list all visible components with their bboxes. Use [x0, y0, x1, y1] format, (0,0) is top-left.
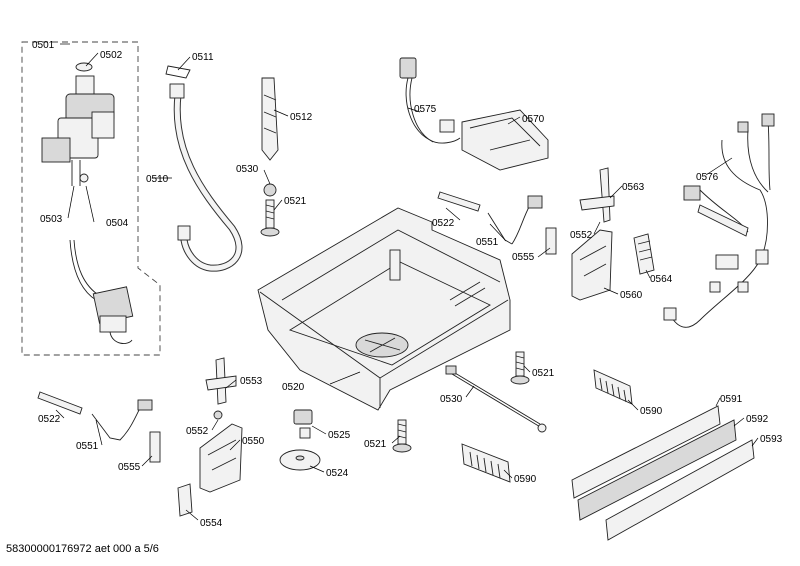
left-bracket-lower [199, 423, 243, 493]
kickplate-front [605, 439, 755, 541]
label-0550: 0550 [242, 436, 265, 447]
label-0530-mid: 0530 [440, 394, 463, 405]
label-0553: 0553 [240, 376, 263, 387]
label-0564: 0564 [650, 274, 673, 285]
label-0563: 0563 [622, 182, 645, 193]
label-0570: 0570 [522, 114, 545, 125]
label-0576: 0576 [696, 172, 719, 183]
label-0522-left: 0522 [38, 414, 61, 425]
kickplate-middle [577, 419, 737, 521]
leader-lines [55, 43, 759, 521]
power-cable [399, 57, 461, 144]
left-bracket-upper [205, 357, 237, 420]
label-0555-left: 0555 [118, 462, 141, 473]
valve-assembly-lower [69, 239, 134, 344]
label-0590-upper: 0590 [640, 406, 663, 417]
label-0530-top: 0530 [236, 164, 259, 175]
float-switch-rod-left [37, 391, 161, 463]
right-bracket-upper [579, 167, 615, 223]
label-0521-mid: 0521 [532, 368, 555, 379]
group-outline-0501 [21, 41, 161, 356]
label-0521-top: 0521 [284, 196, 307, 207]
base-tub [257, 207, 511, 411]
label-0592: 0592 [746, 414, 769, 425]
label-0525: 0525 [328, 430, 351, 441]
wiring-harness [663, 113, 775, 328]
screw-top [260, 199, 280, 237]
label-0524: 0524 [326, 468, 349, 479]
impeller-disc [279, 449, 321, 471]
label-0504: 0504 [106, 218, 129, 229]
label-0551-right: 0551 [476, 237, 499, 248]
inlet-valve [41, 62, 115, 186]
label-0591: 0591 [720, 394, 743, 405]
label-0512: 0512 [290, 112, 313, 123]
label-0593: 0593 [760, 434, 783, 445]
label-0590-lower: 0590 [514, 474, 537, 485]
kickplate-rear [571, 405, 721, 499]
control-module [461, 109, 549, 171]
label-0511: 0511 [192, 52, 214, 63]
connecting-rod [445, 365, 547, 433]
drain-hose [165, 65, 243, 272]
label-0520: 0520 [282, 382, 305, 393]
right-bracket-lower [571, 229, 613, 301]
small-clip [177, 483, 193, 517]
label-0552-left: 0552 [186, 426, 209, 437]
label-0502: 0502 [100, 50, 123, 61]
screw-lower [392, 419, 412, 453]
screw-middle [510, 351, 530, 385]
motor-cap [293, 409, 313, 439]
small-knob [263, 183, 277, 197]
vent-grille-lower [461, 443, 511, 483]
label-0503: 0503 [40, 214, 63, 225]
label-0555-right: 0555 [512, 252, 535, 263]
label-0521-low: 0521 [364, 439, 387, 450]
label-0552-right: 0552 [570, 230, 593, 241]
label-0510: 0510 [146, 174, 169, 185]
drawing-reference-footer: 58300000176972 aet 000 a 5/6 [6, 543, 159, 555]
label-0522-right: 0522 [432, 218, 455, 229]
label-0501: 0501 [32, 40, 55, 51]
hose-holder-bracket [261, 77, 279, 161]
vent-grille-upper [593, 369, 633, 405]
label-0575: 0575 [414, 104, 437, 115]
connector-block [633, 233, 655, 275]
label-0560: 0560 [620, 290, 643, 301]
label-0551-left: 0551 [76, 441, 99, 452]
label-0554: 0554 [200, 518, 223, 529]
